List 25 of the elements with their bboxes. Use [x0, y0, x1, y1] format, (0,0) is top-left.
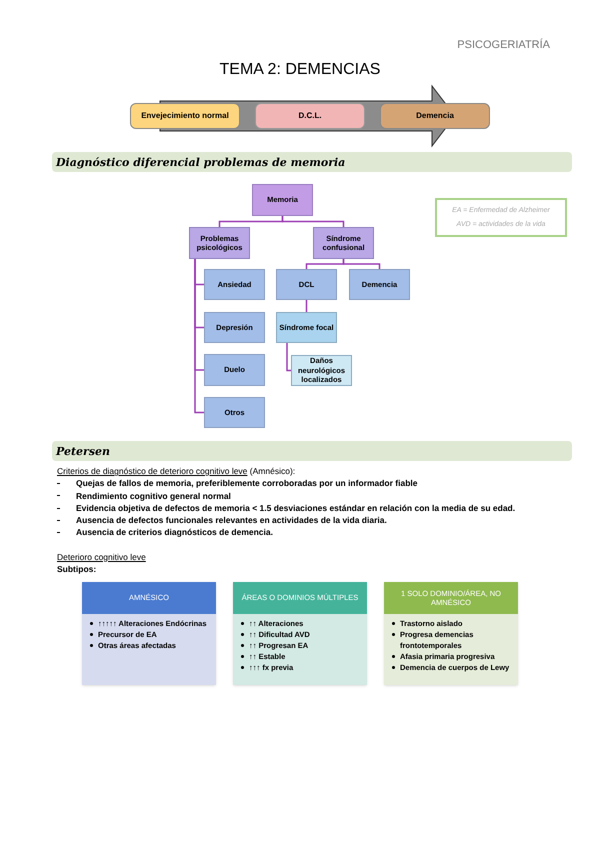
- page-title: TEMA 2: DEMENCIAS: [218, 60, 382, 80]
- page-header: PSICOGERIATRÍA: [456, 38, 550, 53]
- section-heading: Petersen: [56, 444, 110, 460]
- criteria-item: Ausencia de defectos funcionales relevantes en actividades de la vida diaria.: [76, 514, 387, 526]
- subtype-card: [384, 582, 518, 685]
- subsection-label: Subtipos:: [57, 564, 96, 574]
- connector-line: [342, 259, 380, 269]
- stage-box: D.C.L.: [255, 103, 365, 129]
- criteria-item: Evidencia objetiva de defectos de memoria < 1.5 desviaciones estándar en relación con la media de su edad.: [76, 502, 516, 514]
- criteria-item: Ausencia de criterios diagnósticos de demencia.: [76, 526, 273, 539]
- connector-line: [286, 343, 291, 372]
- criteria-qualifier: (Amnésico):: [250, 466, 296, 476]
- subsection-heading: Deterioro cognitivo leve: [57, 552, 146, 562]
- connector-line: [194, 259, 204, 414]
- note-box: [435, 198, 567, 237]
- connector-line: [306, 300, 308, 312]
- subtype-card: [233, 582, 367, 685]
- criteria-heading: Criterios de diagnóstico de deterioro cognitivo leve: [57, 466, 248, 476]
- stage-box: Demencia: [380, 103, 490, 129]
- subtype-card: [82, 582, 216, 685]
- criteria-item: Rendimiento cognitivo general normal: [76, 490, 231, 502]
- connector-line: [282, 216, 344, 227]
- section-heading: Diagnóstico diferencial problemas de memoria: [56, 155, 346, 171]
- stage-box: Envejecimiento normal: [130, 103, 240, 129]
- criteria-item: Quejas de fallos de memoria, preferiblemente corroboradas por un informador fiable: [76, 477, 418, 490]
